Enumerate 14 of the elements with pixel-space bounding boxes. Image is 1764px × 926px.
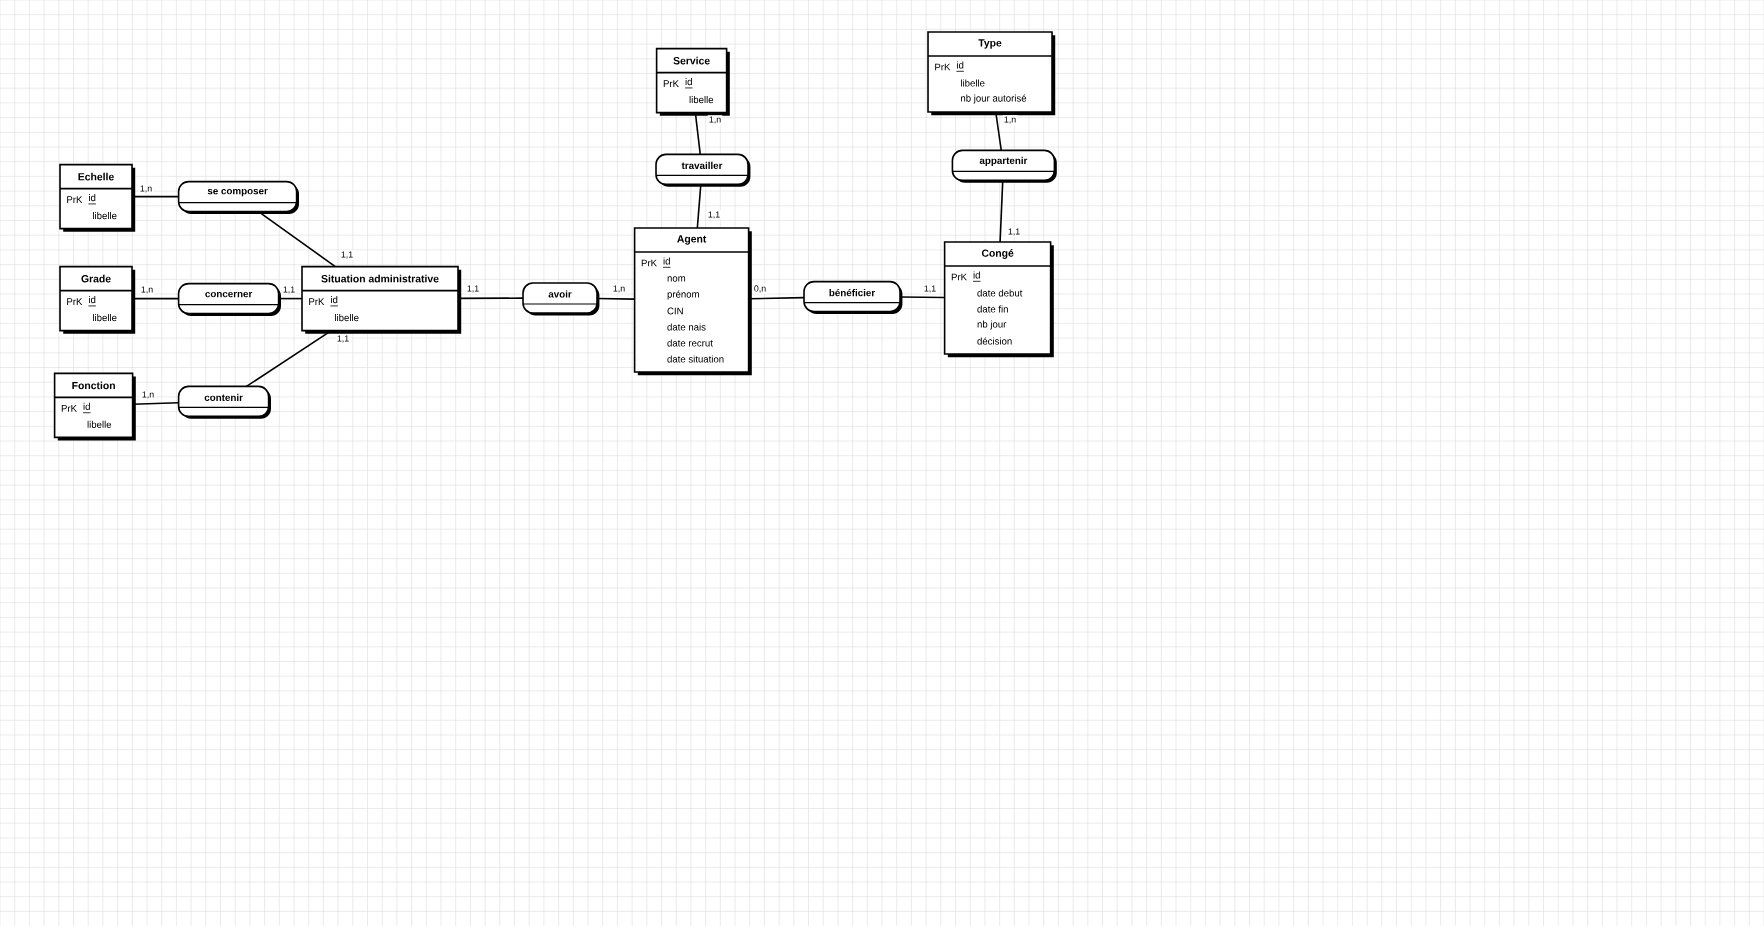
connector-line — [694, 111, 702, 156]
connector-line — [596, 297, 636, 300]
connector-line — [899, 296, 946, 299]
connector-line — [245, 329, 333, 388]
connector-line — [131, 402, 180, 405]
connector-line — [131, 195, 180, 198]
connector-line — [696, 183, 702, 229]
connector-line — [257, 210, 337, 268]
connector-line — [277, 297, 303, 300]
connector-line — [457, 297, 524, 300]
connector-line — [131, 297, 180, 300]
connector-line — [999, 179, 1004, 243]
connector-line — [747, 296, 805, 300]
connector-line — [994, 111, 1003, 152]
